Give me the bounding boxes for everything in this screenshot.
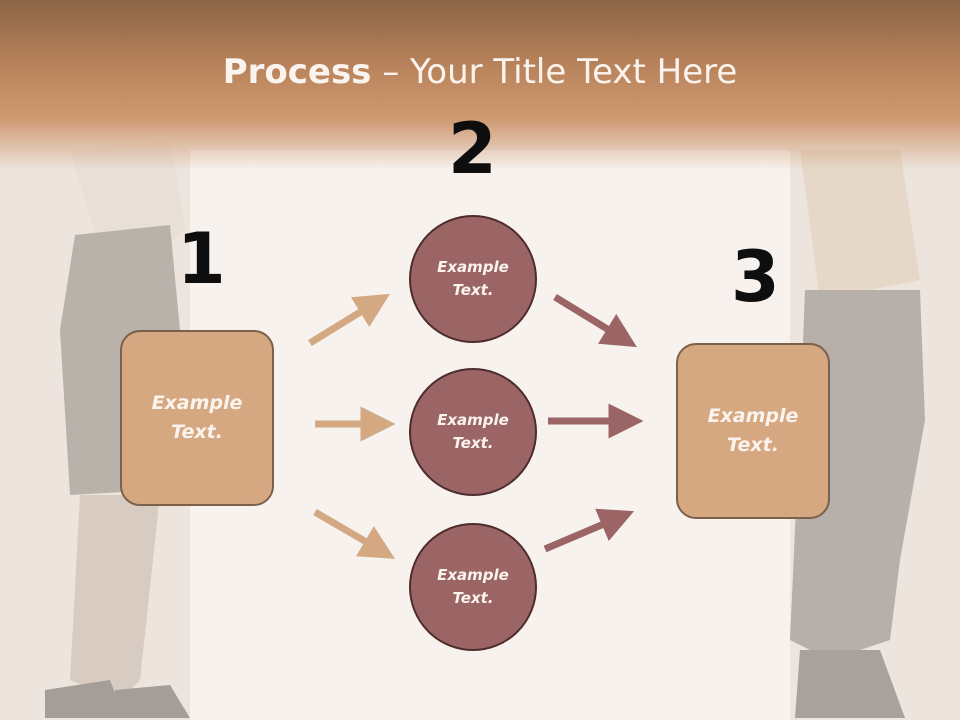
step-number-3: 3 — [731, 236, 780, 318]
step-number-2: 2 — [448, 108, 497, 190]
step-number-1: 1 — [177, 218, 226, 300]
page-title: Process – Your Title Text Here — [0, 52, 960, 92]
circle-middle-line1: Example — [437, 411, 509, 429]
arrow-top-to-right — [553, 294, 637, 348]
arrow-bottom-to-right — [543, 508, 635, 553]
circle-bottom-line2: Text. — [452, 589, 494, 607]
circle-middle-line2: Text. — [452, 434, 494, 452]
title-rest: – Your Title Text Here — [371, 52, 738, 92]
circle-top-line1: Example — [437, 258, 509, 276]
circle-top-line2: Text. — [452, 281, 494, 299]
right-box-line2: Text. — [727, 434, 779, 456]
arrow-left-to-bottom — [313, 508, 396, 559]
left-box-line1: Example — [151, 392, 243, 414]
header-band — [0, 0, 960, 170]
left-box-line2: Text. — [171, 421, 223, 443]
right-box-line1: Example — [707, 405, 799, 427]
title-bold: Process — [222, 52, 372, 92]
circle-bottom-line1: Example — [437, 566, 509, 584]
arrow-left-to-top — [308, 293, 390, 346]
